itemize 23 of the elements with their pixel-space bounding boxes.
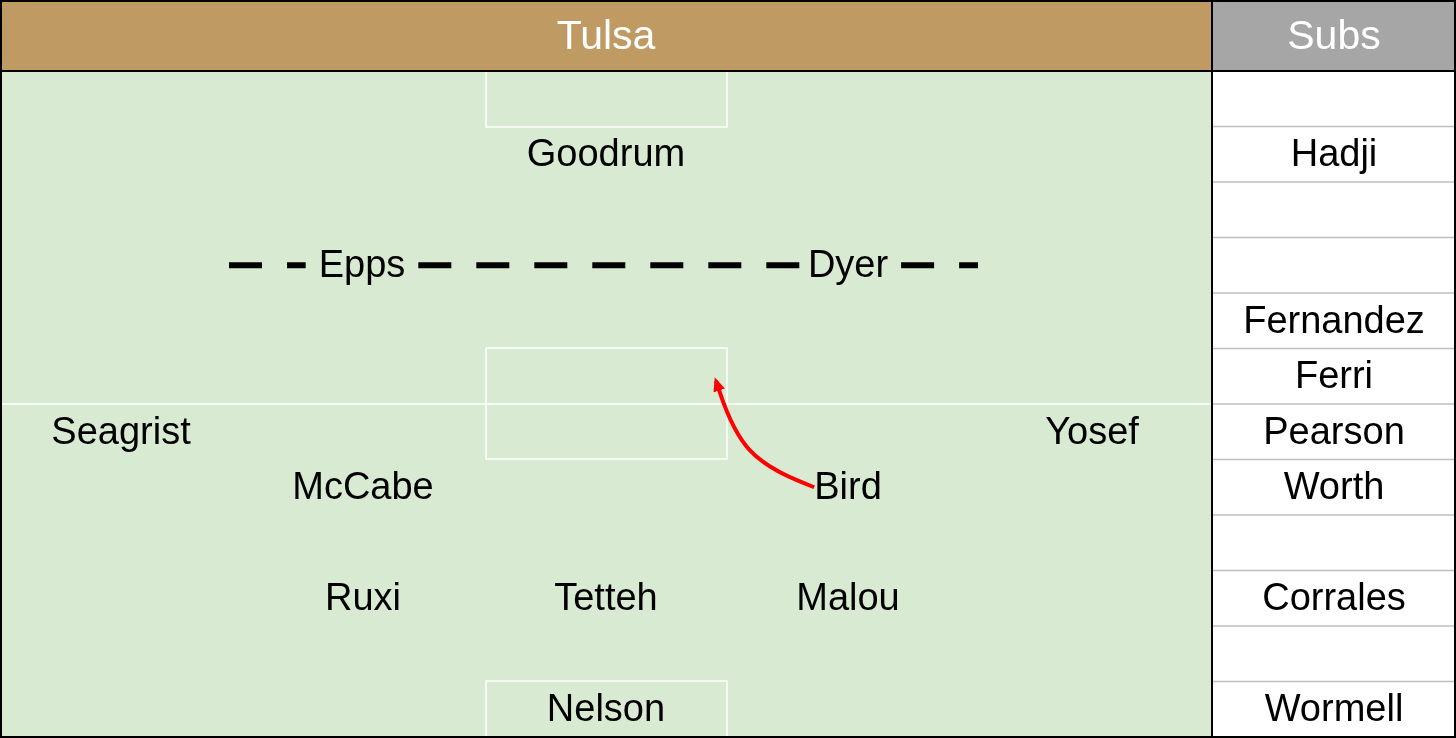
player-name: Worth	[1283, 466, 1385, 509]
player-name: Corrales	[1262, 577, 1406, 620]
curved-arrow	[713, 377, 815, 490]
header-title: Subs	[1287, 12, 1381, 59]
player-name: Wormell	[1264, 688, 1404, 731]
header-band	[0, 0, 1212, 71]
player-name: Tetteh	[554, 577, 658, 620]
player-name: Fernandez	[1243, 299, 1425, 342]
header-title: Tulsa	[556, 12, 656, 59]
player-name: Goodrum	[526, 133, 686, 176]
player-name: Dyer	[807, 244, 889, 287]
player-name: Hadji	[1290, 133, 1378, 176]
player-name: Epps	[318, 244, 406, 287]
player-name: Bird	[814, 466, 882, 509]
player-name: Malou	[796, 577, 900, 620]
player-name: McCabe	[292, 466, 434, 509]
header-band	[1212, 0, 1456, 71]
player-name: Yosef	[1045, 410, 1139, 453]
player-name: Ruxi	[325, 577, 401, 620]
player-name: Ferri	[1294, 355, 1374, 398]
player-name: Nelson	[546, 688, 666, 731]
player-name: Pearson	[1263, 410, 1405, 453]
player-name: Seagrist	[51, 410, 191, 453]
